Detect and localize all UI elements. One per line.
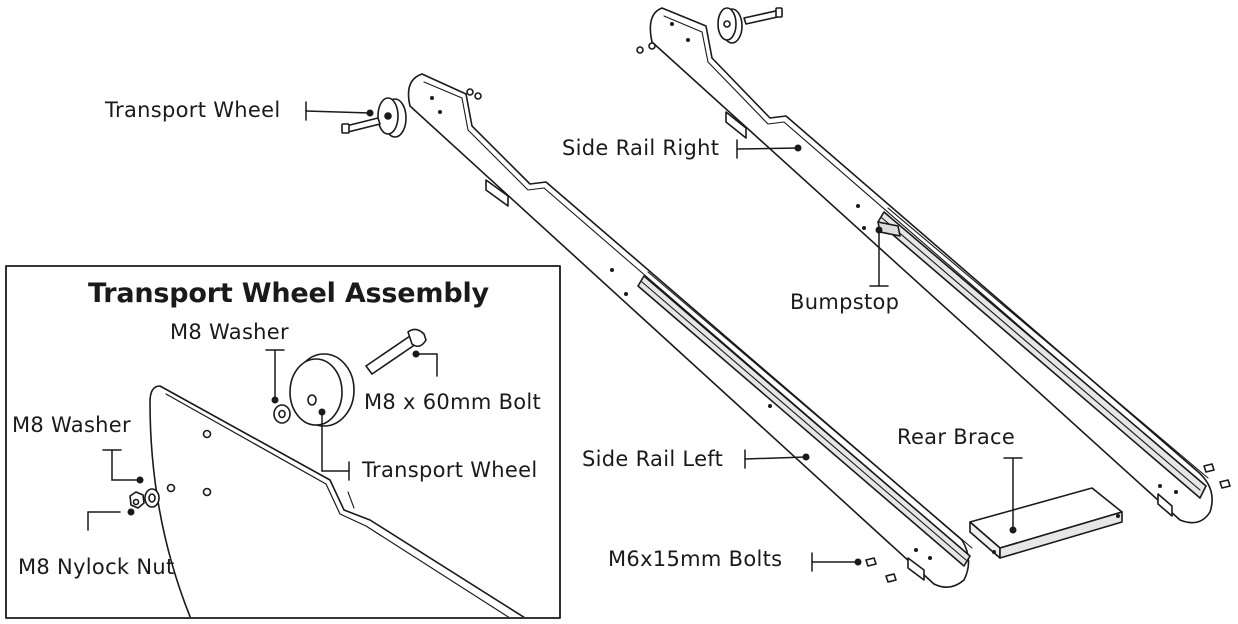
inset-label-m8-bolt: M8 x 60mm Bolt [364, 390, 542, 414]
inset-label-m8-washer-left: M8 Washer [12, 413, 131, 437]
inset-label-m8-nylock-nut: M8 Nylock Nut [18, 555, 175, 579]
label-rear-brace: Rear Brace [897, 425, 1016, 449]
label-m6-bolts: M6x15mm Bolts [608, 547, 783, 571]
leader-lines [305, 101, 1023, 572]
inset-title: Transport Wheel Assembly [88, 278, 489, 309]
label-transport-wheel: Transport Wheel [105, 98, 281, 122]
inset-box [5, 265, 561, 619]
right-transport-wheel [636, 7, 783, 54]
rear-brace [969, 487, 1123, 559]
side-rail-right [649, 7, 1213, 524]
label-side-rail-left: Side Rail Left [582, 447, 724, 471]
left-transport-wheel [341, 97, 407, 138]
label-bumpstop: Bumpstop [790, 290, 900, 314]
inset-label-m8-washer-top: M8 Washer [170, 320, 289, 344]
m6-bolts [865, 463, 1231, 583]
label-side-rail-right: Side Rail Right [562, 136, 720, 160]
inset-label-transport-wheel: Transport Wheel [362, 458, 538, 482]
side-rail-left [407, 73, 973, 588]
